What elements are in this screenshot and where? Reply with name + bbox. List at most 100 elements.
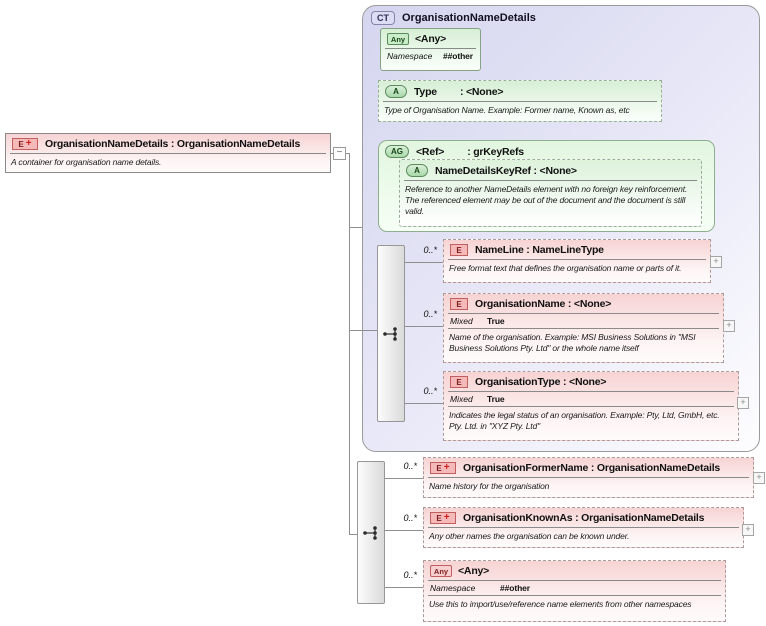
any-element-description: Use this to import/use/reference name el… — [429, 599, 692, 609]
complex-type-badge: CT — [371, 11, 395, 25]
separator — [448, 391, 734, 392]
cardinality-label: 0..* — [423, 386, 437, 396]
element-box-organisationname[interactable]: E OrganisationName : <None> Mixed True N… — [443, 293, 724, 363]
attribute-group-badge: AG — [385, 145, 409, 158]
collapse-toggle[interactable]: − — [333, 147, 346, 160]
mixed-label: Mixed — [450, 316, 473, 326]
connector-line — [349, 534, 357, 535]
badge-letter: E — [436, 463, 442, 473]
separator — [428, 595, 721, 596]
separator — [448, 328, 719, 329]
attribute-badge: A — [406, 164, 428, 177]
any-attribute-title: <Any> — [415, 33, 447, 45]
element-badge: E+ — [430, 512, 456, 524]
connector-line — [405, 403, 443, 404]
mixed-value: True — [487, 316, 505, 326]
cardinality-label: 0..* — [403, 461, 417, 471]
nameline-description: Free format text that defines the organi… — [449, 263, 682, 273]
any-element-box[interactable]: Any <Any> Namespace ##other Use this to … — [423, 560, 726, 622]
namedetailskeyref-title: NameDetailsKeyRef : <None> — [435, 164, 577, 177]
organisationformername-description: Name history for the organisation — [429, 481, 550, 491]
connector-line — [385, 478, 423, 479]
expand-toggle[interactable]: + — [737, 397, 749, 409]
element-box-organisationformername[interactable]: E+ OrganisationFormerName : Organisation… — [423, 457, 754, 498]
element-badge: E — [450, 376, 468, 388]
element-badge: E+ — [12, 138, 38, 150]
badge-letter: E — [436, 513, 442, 523]
element-box-organisationknownas[interactable]: E+ OrganisationKnownAs : OrganisationNam… — [423, 507, 744, 548]
element-box-nameline[interactable]: E NameLine : NameLineType Free format te… — [443, 239, 711, 283]
cardinality-label: 0..* — [403, 513, 417, 523]
element-badge: E — [450, 244, 468, 256]
nameline-title: NameLine : NameLineType — [475, 244, 604, 256]
separator — [383, 101, 657, 102]
separator — [428, 527, 739, 528]
separator — [404, 180, 697, 181]
separator — [448, 313, 719, 314]
cardinality-label: 0..* — [403, 570, 417, 580]
attribute-badge: A — [385, 85, 407, 98]
type-attribute-type: : <None> — [459, 85, 504, 98]
organisationtype-description: Indicates the legal status of an organis… — [449, 410, 720, 432]
namespace-value: ##other — [500, 583, 531, 593]
namespace-value: ##other — [443, 51, 474, 61]
namespace-label: Namespace — [387, 51, 433, 61]
organisationformername-title: OrganisationFormerName : OrganisationNam… — [463, 462, 721, 474]
connector-line — [349, 227, 362, 228]
connector-line — [349, 330, 377, 331]
organisationtype-title: OrganisationType : <None> — [475, 376, 607, 388]
plus-glyph: + — [443, 462, 450, 473]
element-badge: E — [450, 298, 468, 310]
connector-line — [385, 530, 423, 531]
root-element-description: A container for organisation name detail… — [11, 157, 162, 167]
plus-glyph: + — [25, 138, 32, 149]
connector-trunk-line — [349, 153, 350, 534]
badge-letter: E — [18, 139, 24, 149]
any-attribute-box[interactable]: Any <Any> Namespace ##other — [380, 28, 481, 71]
type-attribute-name: Type — [414, 85, 437, 98]
separator — [448, 406, 734, 407]
separator — [385, 48, 476, 49]
attribute-group-type: : grKeyRefs — [467, 145, 524, 158]
any-badge: Any — [430, 565, 452, 577]
separator — [10, 153, 326, 154]
connector-line — [405, 326, 443, 327]
organisationknownas-title: OrganisationKnownAs : OrganisationNameDe… — [463, 512, 705, 524]
root-element-title: OrganisationNameDetails : OrganisationNa… — [45, 138, 301, 150]
plus-glyph: + — [443, 512, 450, 523]
expand-toggle[interactable]: + — [742, 524, 754, 536]
expand-toggle[interactable]: + — [723, 320, 735, 332]
organisationknownas-description: Any other names the organisation can be … — [429, 531, 630, 541]
cardinality-label: 0..* — [423, 309, 437, 319]
namedetailskeyref-box[interactable]: A NameDetailsKeyRef : <None> Reference t… — [399, 159, 702, 227]
sequence-connector[interactable] — [377, 245, 405, 422]
connector-line — [405, 262, 443, 263]
namedetailskeyref-description: Reference to another NameDetails element… — [405, 184, 688, 217]
organisationname-title: OrganisationName : <None> — [475, 298, 612, 310]
attribute-group-name: <Ref> — [416, 145, 445, 158]
element-box-organisationtype[interactable]: E OrganisationType : <None> Mixed True I… — [443, 371, 739, 441]
sequence-icon — [362, 525, 377, 540]
separator — [428, 477, 749, 478]
attribute-group-box[interactable]: AG <Ref> : grKeyRefs A NameDetailsKeyRef… — [378, 140, 715, 232]
element-badge: E+ — [430, 462, 456, 474]
expand-toggle[interactable]: + — [710, 256, 722, 268]
complex-type-title: OrganisationNameDetails — [402, 12, 536, 24]
mixed-label: Mixed — [450, 394, 473, 404]
sequence-icon — [382, 326, 397, 341]
connector-line — [385, 587, 423, 588]
root-element-box[interactable]: E+ OrganisationNameDetails : Organisatio… — [5, 133, 331, 173]
separator — [428, 580, 721, 581]
any-badge: Any — [387, 33, 409, 45]
cardinality-label: 0..* — [423, 245, 437, 255]
mixed-value: True — [487, 394, 505, 404]
sequence-connector[interactable] — [357, 461, 385, 604]
type-attribute-description: Type of Organisation Name. Example: Form… — [384, 105, 630, 115]
complex-type-header: CT OrganisationNameDetails — [363, 6, 759, 30]
type-attribute-box[interactable]: A Type : <None> Type of Organisation Nam… — [378, 80, 662, 122]
expand-toggle[interactable]: + — [753, 472, 765, 484]
any-element-title: <Any> — [458, 565, 490, 577]
organisationname-description: Name of the organisation. Example: MSI B… — [449, 332, 696, 354]
namespace-label: Namespace — [430, 583, 476, 593]
